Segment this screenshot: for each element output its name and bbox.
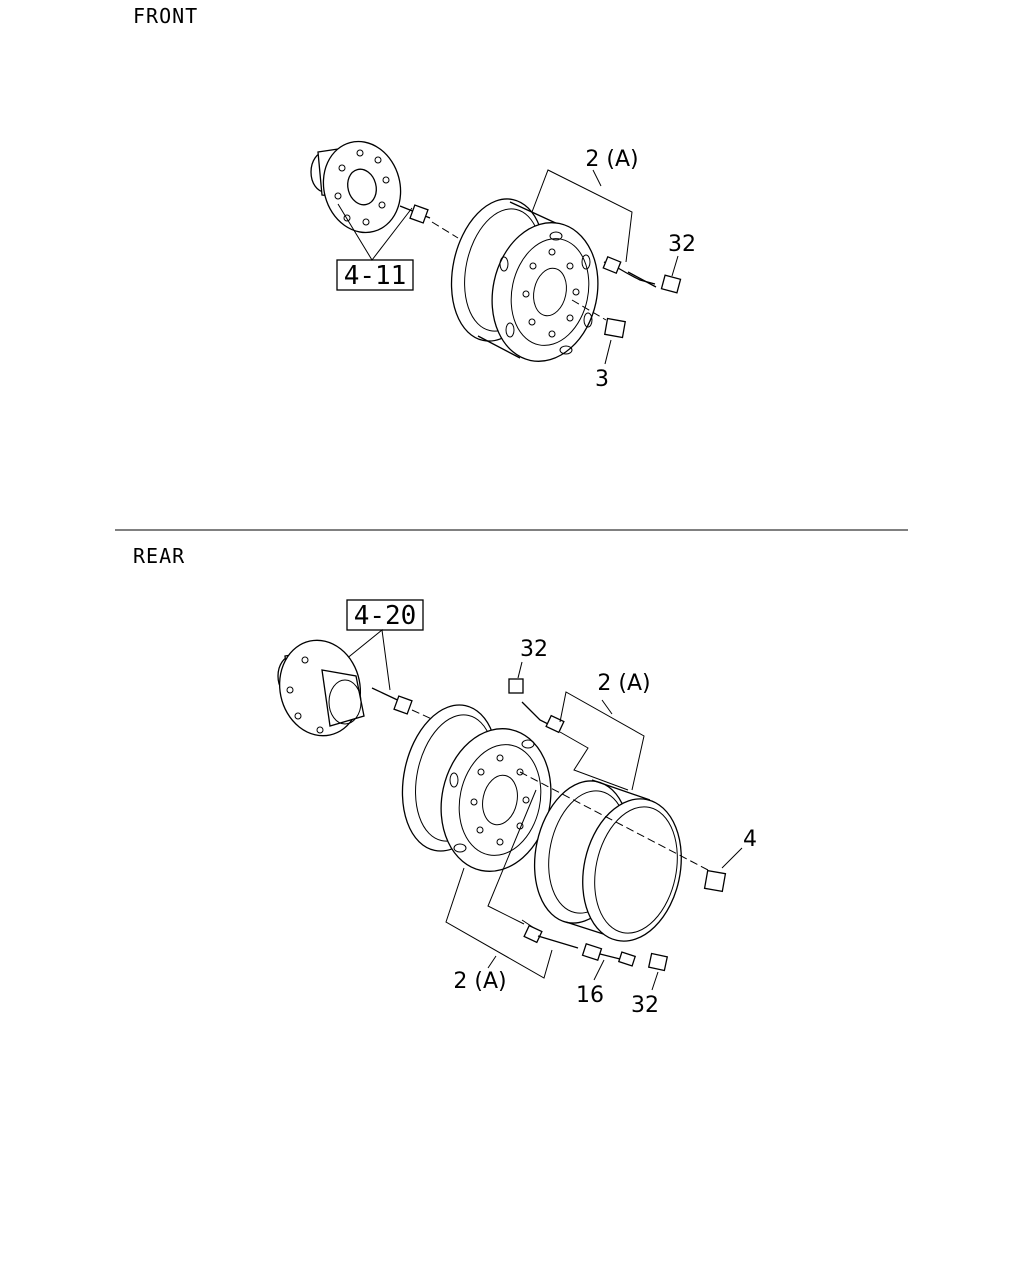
front-hub-ref-box xyxy=(336,259,414,291)
front-hub-ref: 4-11 xyxy=(344,261,407,291)
rear-bottom-cap-label: 32 xyxy=(631,993,659,1018)
front-valve-cap xyxy=(660,255,682,294)
rear-hub-ref-box xyxy=(346,599,424,631)
front-wheel-label: 2 (A) xyxy=(585,147,638,172)
front-wheel-leader xyxy=(531,169,633,263)
front-hub-bolt xyxy=(399,204,459,239)
rear-section-title: REAR xyxy=(133,544,186,568)
rear-hub-ref: 4-20 xyxy=(354,601,417,631)
rear-bottom-wheel-label: 2 (A) xyxy=(453,969,506,994)
rear-top-valve xyxy=(521,701,629,791)
rear-bottom-valve xyxy=(521,919,579,949)
rear-valve-extension xyxy=(581,943,637,981)
rear-nut-label: 4 xyxy=(743,827,757,852)
rear-hub-bolt xyxy=(371,687,435,721)
rear-wheel-nut xyxy=(703,847,743,893)
front-hub xyxy=(310,140,402,234)
rear-inner-wheel xyxy=(401,704,552,872)
front-valve-cap-label: 32 xyxy=(668,232,696,257)
front-valve xyxy=(602,255,657,288)
rear-bottom-valve-cap xyxy=(647,952,669,991)
rear-extension-label: 16 xyxy=(576,983,604,1008)
rear-top-wheel-leader xyxy=(559,691,645,791)
rear-top-cap-label: 32 xyxy=(520,637,548,662)
front-section-title: FRONT xyxy=(133,4,199,28)
front-wheel-nut xyxy=(571,299,627,365)
rear-hub xyxy=(277,639,365,737)
rear-hub-ref-leader xyxy=(339,629,391,691)
rear-top-valve-cap xyxy=(508,661,524,694)
front-nut-label: 3 xyxy=(595,367,609,392)
rear-top-wheel-label: 2 (A) xyxy=(597,671,650,696)
rear-bottom-wheel-leader xyxy=(445,789,553,979)
front-wheel xyxy=(450,198,599,362)
